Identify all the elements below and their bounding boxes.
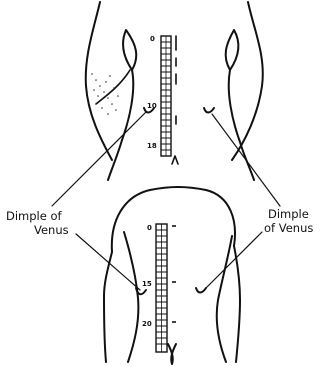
left-label-line1: Dimple of <box>6 209 63 223</box>
top-right-dimple <box>204 108 214 113</box>
top-ruler-mark-18: 18 <box>147 142 157 150</box>
top-left-torso-outline <box>86 2 112 160</box>
top-right-iliac-crease <box>226 30 239 70</box>
right-label-line2: of Venus <box>264 221 313 235</box>
left-leader-to-bottom-dimple <box>76 234 140 290</box>
bottom-figure: 0 15 20 <box>104 187 240 364</box>
bottom-right-buttock-line <box>217 236 232 362</box>
left-leader-to-top-dimple <box>52 112 146 206</box>
top-ruler: 0 10 18 <box>147 35 171 156</box>
bottom-ruler: 0 15 20 <box>142 224 167 352</box>
right-leader-to-bottom-dimple <box>204 232 262 290</box>
top-ruler-mark-10: 10 <box>147 102 157 110</box>
top-spine-marks <box>172 36 178 164</box>
bottom-spine-marks <box>172 226 176 322</box>
top-left-hip-line-inner <box>96 70 130 104</box>
top-right-hip-line <box>229 70 254 180</box>
top-right-torso-outline <box>232 2 263 160</box>
bottom-left-flank <box>104 252 112 362</box>
gluteal-cleft <box>168 344 176 364</box>
bottom-back-arch <box>112 187 235 252</box>
bottom-ruler-mark-0: 0 <box>147 224 152 232</box>
left-label-line2: Venus <box>34 223 69 237</box>
top-figure: 0 10 18 <box>86 2 263 180</box>
bottom-right-flank <box>234 246 240 362</box>
top-left-hip-line <box>108 70 133 180</box>
bottom-ruler-mark-15: 15 <box>142 280 152 288</box>
top-left-shading <box>91 73 119 115</box>
bottom-ruler-mark-20: 20 <box>142 320 152 328</box>
bottom-left-buttock-line <box>124 232 138 362</box>
right-leader-to-top-dimple <box>212 114 280 206</box>
right-label-line1: Dimple <box>268 207 309 221</box>
top-left-iliac-crease <box>123 30 136 70</box>
top-ruler-ticks <box>161 36 171 156</box>
top-ruler-mark-0: 0 <box>150 35 155 43</box>
